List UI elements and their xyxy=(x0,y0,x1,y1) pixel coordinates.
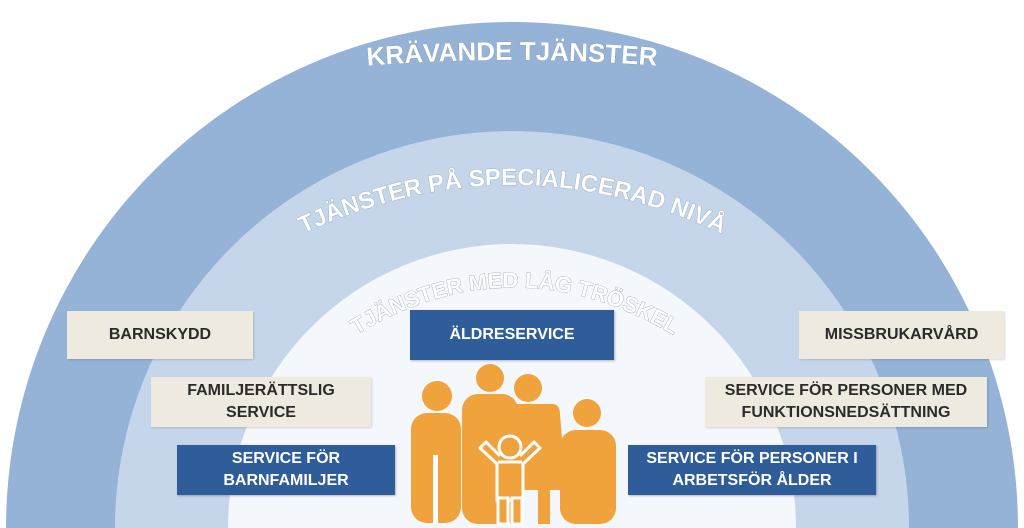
family-icon xyxy=(411,364,616,526)
box-arbetsfor: SERVICE FÖR PERSONER I ARBETSFÖR ÅLDER xyxy=(628,445,876,495)
box-missbrukarvard: MISSBRUKARVÅRD xyxy=(799,311,1004,359)
box-familjerattslig: FAMILJERÄTTSLIG SERVICE xyxy=(151,377,371,427)
box-funktionsnedsattning: SERVICE FÖR PERSONER MED FUNKTIONSNEDSÄT… xyxy=(705,377,987,427)
box-barnfamiljer: SERVICE FÖR BARNFAMILJER xyxy=(177,445,395,495)
box-barnskydd: BARNSKYDD xyxy=(67,311,253,359)
box-aldreservice: ÄLDRESERVICE xyxy=(410,310,614,360)
